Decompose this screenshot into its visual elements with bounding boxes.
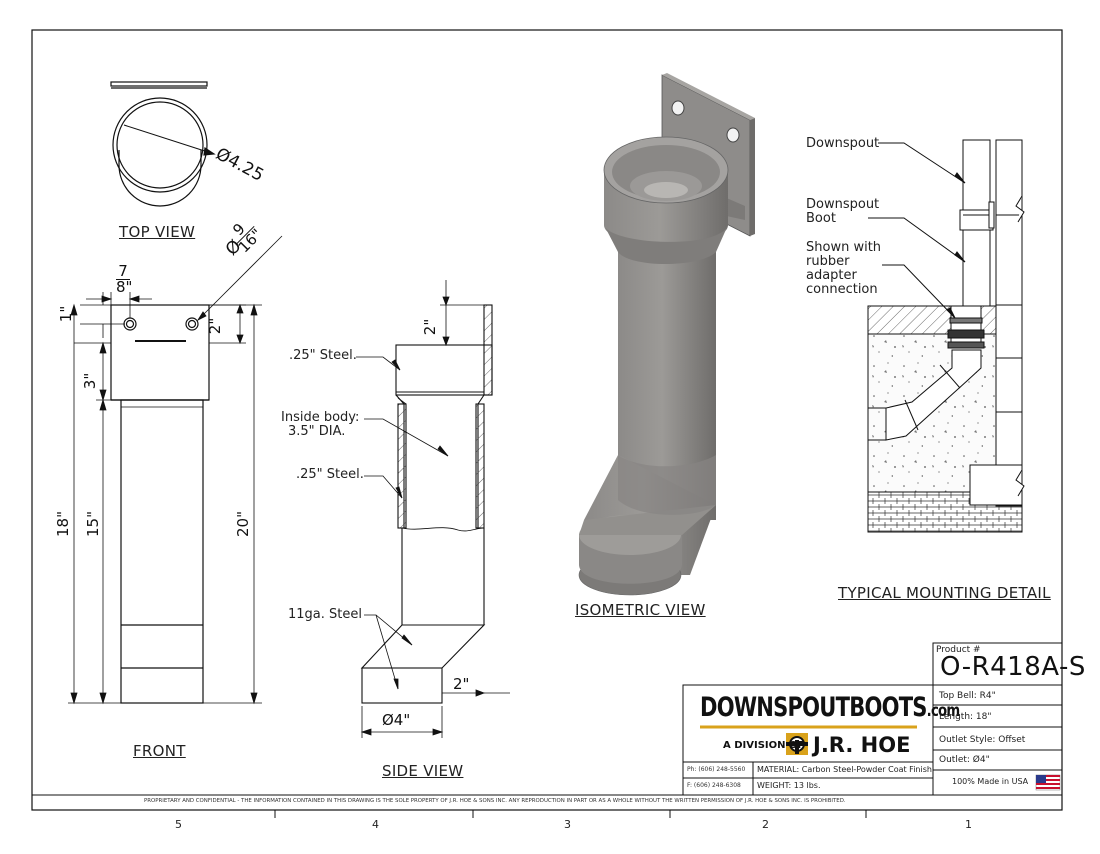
company-name: J.R. HOE bbox=[813, 733, 911, 757]
two-inch-front-dim: 2" bbox=[206, 317, 225, 335]
downspout-callout: Downspout bbox=[806, 136, 880, 151]
brand-logo-text: DOWNSPOUTBOOTS.com bbox=[700, 692, 960, 723]
steel-top-callout: .25" Steel. bbox=[289, 348, 357, 363]
title-block-frame bbox=[682, 642, 1063, 796]
zone-number-5: 5 bbox=[175, 818, 182, 831]
side-view-title: SIDE VIEW bbox=[382, 762, 464, 780]
sheet-border bbox=[31, 29, 1063, 811]
zone-ticks bbox=[274, 810, 867, 818]
isometric-view-title: ISOMETRIC VIEW bbox=[575, 601, 706, 619]
eighteen-inch-dim: 18" bbox=[54, 511, 72, 537]
material-spec: MATERIAL: Carbon Steel-Powder Coat Finis… bbox=[757, 765, 932, 774]
inside-body-callout-line2: 3.5" DIA. bbox=[288, 424, 346, 439]
jr-hoe-logo-icon bbox=[786, 733, 808, 755]
one-inch-dim: 1" bbox=[57, 305, 76, 323]
zone-number-4: 4 bbox=[372, 818, 379, 831]
product-number: O-R418A-S bbox=[940, 652, 1086, 682]
length-spec: Length: 18" bbox=[939, 712, 992, 722]
outlet-spec: Outlet: Ø4" bbox=[939, 755, 990, 765]
top-bell-spec: Top Bell: R4" bbox=[939, 691, 996, 701]
two-inch-side-top-dim: 2" bbox=[421, 318, 440, 336]
boot-callout-line2: Boot bbox=[806, 211, 836, 226]
front-view-title: FRONT bbox=[133, 742, 186, 760]
mounting-detail-title: TYPICAL MOUNTING DETAIL bbox=[838, 584, 1051, 602]
top-view-title: TOP VIEW bbox=[119, 223, 196, 241]
fax-number: F: (606) 248-6308 bbox=[687, 782, 741, 789]
made-in-usa: 100% Made in USA bbox=[952, 777, 1029, 786]
seven-eighths-dim: 7 8" bbox=[116, 262, 133, 296]
zone-number-2: 2 bbox=[762, 818, 769, 831]
isometric-view-drawing bbox=[578, 73, 755, 596]
fifteen-inch-dim: 15" bbox=[84, 511, 102, 537]
mounting-detail-drawing bbox=[867, 139, 1025, 533]
two-inch-side-bottom-dim: 2" bbox=[453, 675, 470, 693]
brand-tld: .com bbox=[926, 701, 960, 721]
gauge-steel-callout: 11ga. Steel bbox=[288, 607, 362, 622]
twenty-inch-dim: 20" bbox=[234, 511, 252, 537]
zone-number-1: 1 bbox=[965, 818, 972, 831]
inside-body-callout-line1: Inside body: bbox=[281, 410, 360, 425]
steel-mid-callout: .25" Steel. bbox=[296, 467, 364, 482]
shown-with-callout-line1: Shown with bbox=[806, 240, 882, 255]
us-flag-icon bbox=[1035, 774, 1061, 791]
shown-with-callout-line2: rubber bbox=[806, 254, 850, 269]
side-dimension-lines bbox=[356, 280, 510, 738]
phone-number: Ph: (606) 248-5560 bbox=[687, 766, 746, 773]
top-view-drawing bbox=[110, 81, 216, 207]
zone-number-3: 3 bbox=[564, 818, 571, 831]
front-view-drawing bbox=[110, 304, 210, 704]
seven-denominator: 8" bbox=[116, 278, 133, 296]
seven-numerator: 7 bbox=[118, 262, 128, 280]
four-inch-diameter-dim: Ø4" bbox=[382, 711, 411, 729]
weight-spec: WEIGHT: 13 lbs. bbox=[757, 781, 821, 790]
product-label: Product # bbox=[936, 645, 981, 655]
shown-with-callout-line4: connection bbox=[806, 282, 878, 297]
brand-main: DOWNSPOUTBOOTS bbox=[700, 692, 927, 723]
front-dimension-lines bbox=[68, 235, 283, 705]
boot-callout-line1: Downspout bbox=[806, 197, 880, 212]
outlet-style-spec: Outlet Style: Offset bbox=[939, 735, 1026, 745]
confidential-notice: PROPRIETARY AND CONFIDENTIAL - THE INFOR… bbox=[144, 798, 846, 804]
three-inch-dim: 3" bbox=[81, 372, 100, 390]
side-view-drawing bbox=[360, 304, 493, 704]
shown-with-callout-line3: adapter bbox=[806, 268, 857, 283]
division-label: A DIVISION OF bbox=[723, 740, 805, 751]
